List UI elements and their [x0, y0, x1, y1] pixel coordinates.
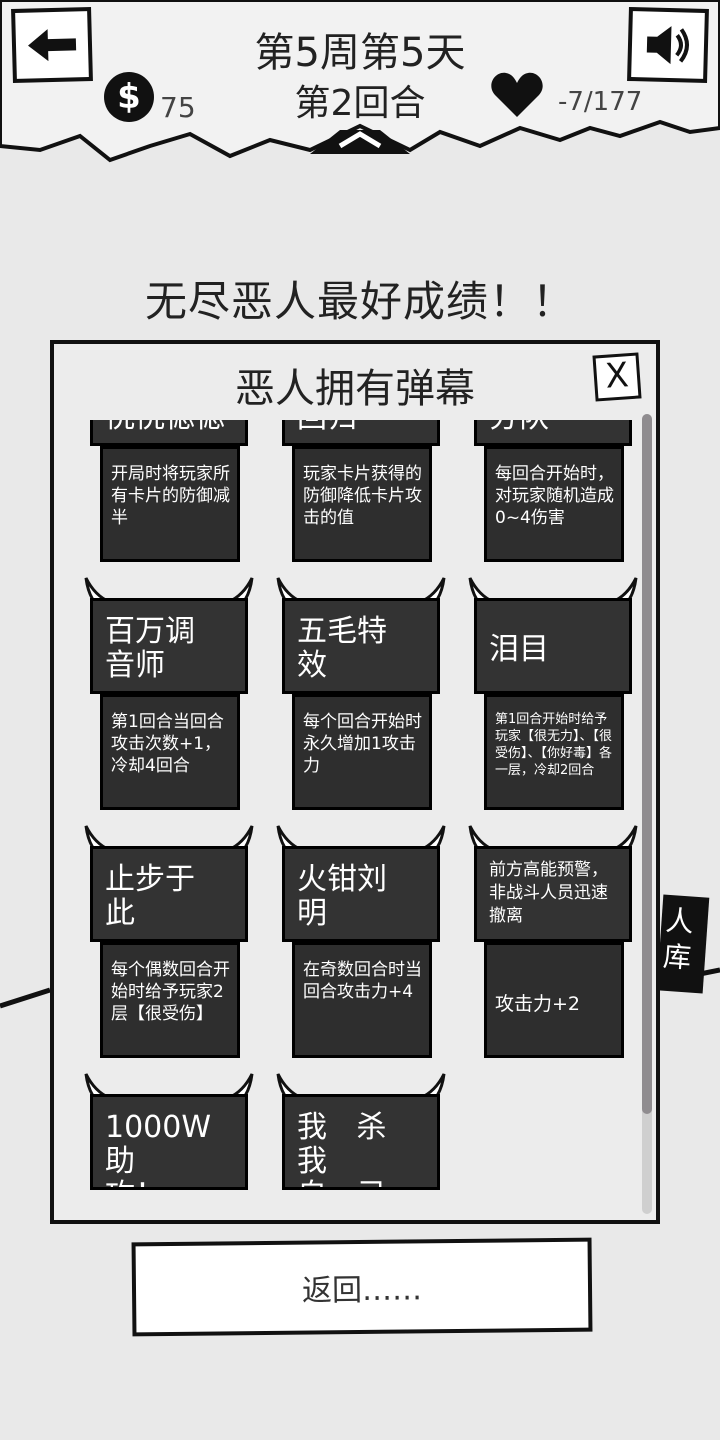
villain-card[interactable]: 止步于 此每个偶数回合开始时给予玩家2层【很受伤】	[84, 824, 254, 1090]
villain-card-description: 第1回合开始时给予玩家【很无力】、【很受伤】、【你好毒】各一层，冷却2回合	[484, 694, 624, 810]
hp-value: -7/177	[558, 87, 643, 117]
round-label: 第2回合	[294, 83, 426, 124]
dollar-coin-icon: $	[104, 72, 154, 122]
villain-card-title: 五毛特 效	[282, 598, 440, 694]
villain-card[interactable]: 前方高能预警，非战斗人员迅速撤离攻击力+2	[468, 824, 638, 1090]
villain-card-description: 每个偶数回合开始时给予玩家2层【很受伤】	[100, 942, 240, 1058]
villain-card-description: 每个回合开始时永久增加1攻击力	[292, 694, 432, 810]
back-arrow-icon	[28, 29, 77, 62]
villain-card[interactable]: 五毛特 效每个回合开始时永久增加1攻击力	[276, 576, 446, 842]
villain-card-description: 玩家卡片获得的防御降低卡片攻击的值	[292, 446, 432, 562]
villain-card[interactable]: 1000W助 攻！	[84, 1072, 254, 1210]
villain-card-description: 开局时将玩家所有卡片的防御减半	[100, 446, 240, 562]
scrollbar-thumb[interactable]	[642, 414, 652, 1114]
villain-card-description: 每回合开始时，对玩家随机造成0~4伤害	[484, 446, 624, 562]
return-button[interactable]: 返回……	[131, 1237, 593, 1337]
villain-card-title: 前方高能预警，非战斗人员迅速撤离	[474, 846, 632, 942]
villain-card-title: 百万调 音师	[90, 598, 248, 694]
week-day-label: 第5周第5天	[254, 30, 466, 76]
villain-card[interactable]: 失踪人口 回归玩家卡片获得的防御降低卡片攻击的值	[276, 420, 446, 594]
villain-library-label: 人 库	[661, 903, 695, 975]
villain-card[interactable]: 极其小 分队每回合开始时，对玩家随机造成0~4伤害	[468, 420, 638, 594]
back-button[interactable]	[11, 6, 93, 84]
villain-card-title: 极其小 分队	[474, 420, 632, 446]
sound-toggle-button[interactable]	[627, 6, 709, 84]
hud-torn-paper	[0, 0, 720, 163]
villain-card[interactable]: 泪目第1回合开始时给予玩家【很无力】、【很受伤】、【你好毒】各一层，冷却2回合	[468, 576, 638, 842]
hp-display: -7/177	[490, 70, 642, 120]
villain-card[interactable]: 百万调 音师第1回合当回合攻击次数+1，冷却4回合	[84, 576, 254, 842]
card-scroll-area[interactable]: 近近人人 恍恍惚惚开局时将玩家所有卡片的防御减半失踪人口 回归玩家卡片获得的防御…	[78, 420, 638, 1210]
villain-library-tab[interactable]: 人 库	[656, 894, 710, 994]
villain-card-description: 在奇数回合时当回合攻击力+4	[292, 942, 432, 1058]
heart-icon	[491, 72, 543, 117]
villain-danmaku-dialog: 恶人拥有弹幕 X 近近人人 恍恍惚惚开局时将玩家所有卡片的防御减半失踪人口 回归…	[50, 340, 660, 1224]
scrollbar[interactable]	[642, 414, 652, 1214]
villain-card-title: 火钳刘 明	[282, 846, 440, 942]
money-value: 75	[160, 91, 196, 124]
villain-card-title: 我 杀 我 自 己	[282, 1094, 440, 1190]
speaker-icon	[646, 26, 689, 65]
villain-card[interactable]: 我 杀 我 自 己	[276, 1072, 446, 1210]
villain-card-title: 失踪人口 回归	[282, 420, 440, 446]
villain-card-description: 攻击力+2	[484, 942, 624, 1058]
villain-card-title: 近近人人 恍恍惚惚	[90, 420, 248, 446]
close-button[interactable]: X	[592, 352, 642, 402]
dialog-title: 恶人拥有弹幕	[235, 366, 475, 412]
villain-card-description: 第1回合当回合攻击次数+1，冷却4回合	[100, 694, 240, 810]
money-display: $ 75	[104, 72, 196, 122]
villain-card-title: 止步于 此	[90, 846, 248, 942]
villain-card[interactable]: 近近人人 恍恍惚惚开局时将玩家所有卡片的防御减半	[84, 420, 254, 594]
villain-card[interactable]: 火钳刘 明在奇数回合时当回合攻击力+4	[276, 824, 446, 1090]
chevron-up-icon[interactable]	[334, 128, 386, 150]
villain-card-title: 1000W助 攻！	[90, 1094, 248, 1190]
villain-card-title: 泪目	[474, 598, 632, 694]
best-score-headline: 无尽恶人最好成绩！！	[144, 277, 575, 326]
